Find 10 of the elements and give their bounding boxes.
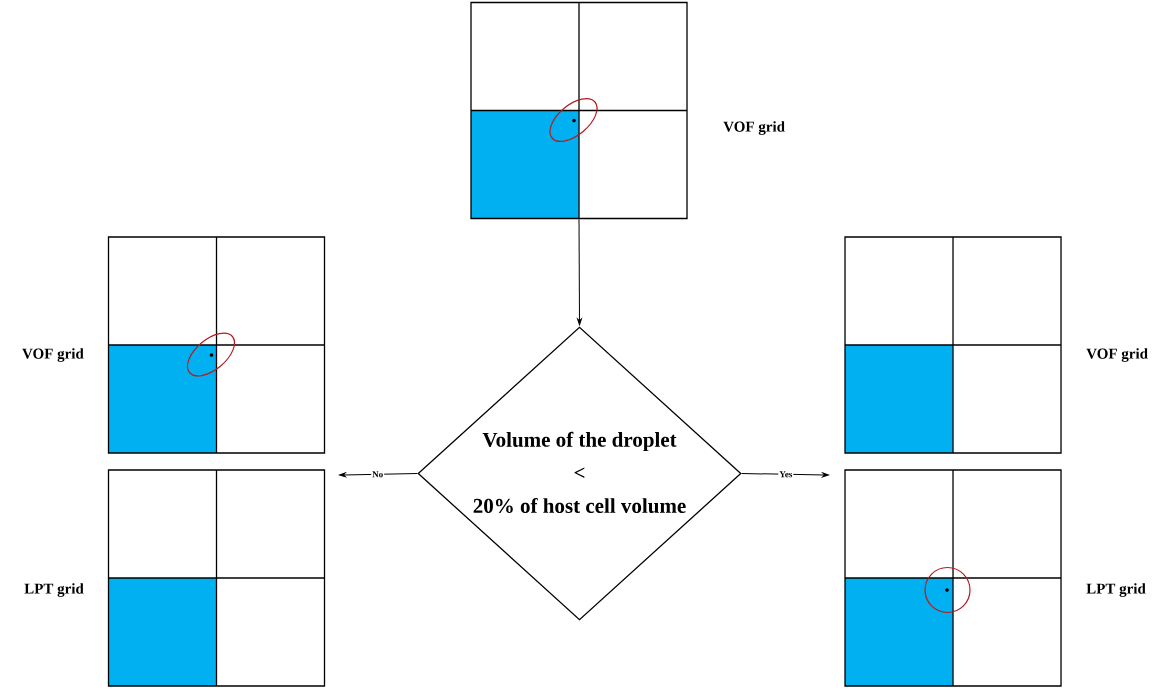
grid-label: VOF grid: [1086, 348, 1148, 362]
grid-label: LPT grid: [24, 583, 84, 597]
grid-label: VOF grid: [22, 348, 84, 362]
grid-label: VOF grid: [723, 121, 785, 135]
arrow: [339, 472, 418, 478]
arrow: [577, 218, 582, 326]
grid-label: LPT grid: [1086, 583, 1146, 597]
edge-label: No: [372, 471, 383, 478]
edge-label: Yes: [779, 471, 793, 478]
arrow: [741, 472, 829, 478]
